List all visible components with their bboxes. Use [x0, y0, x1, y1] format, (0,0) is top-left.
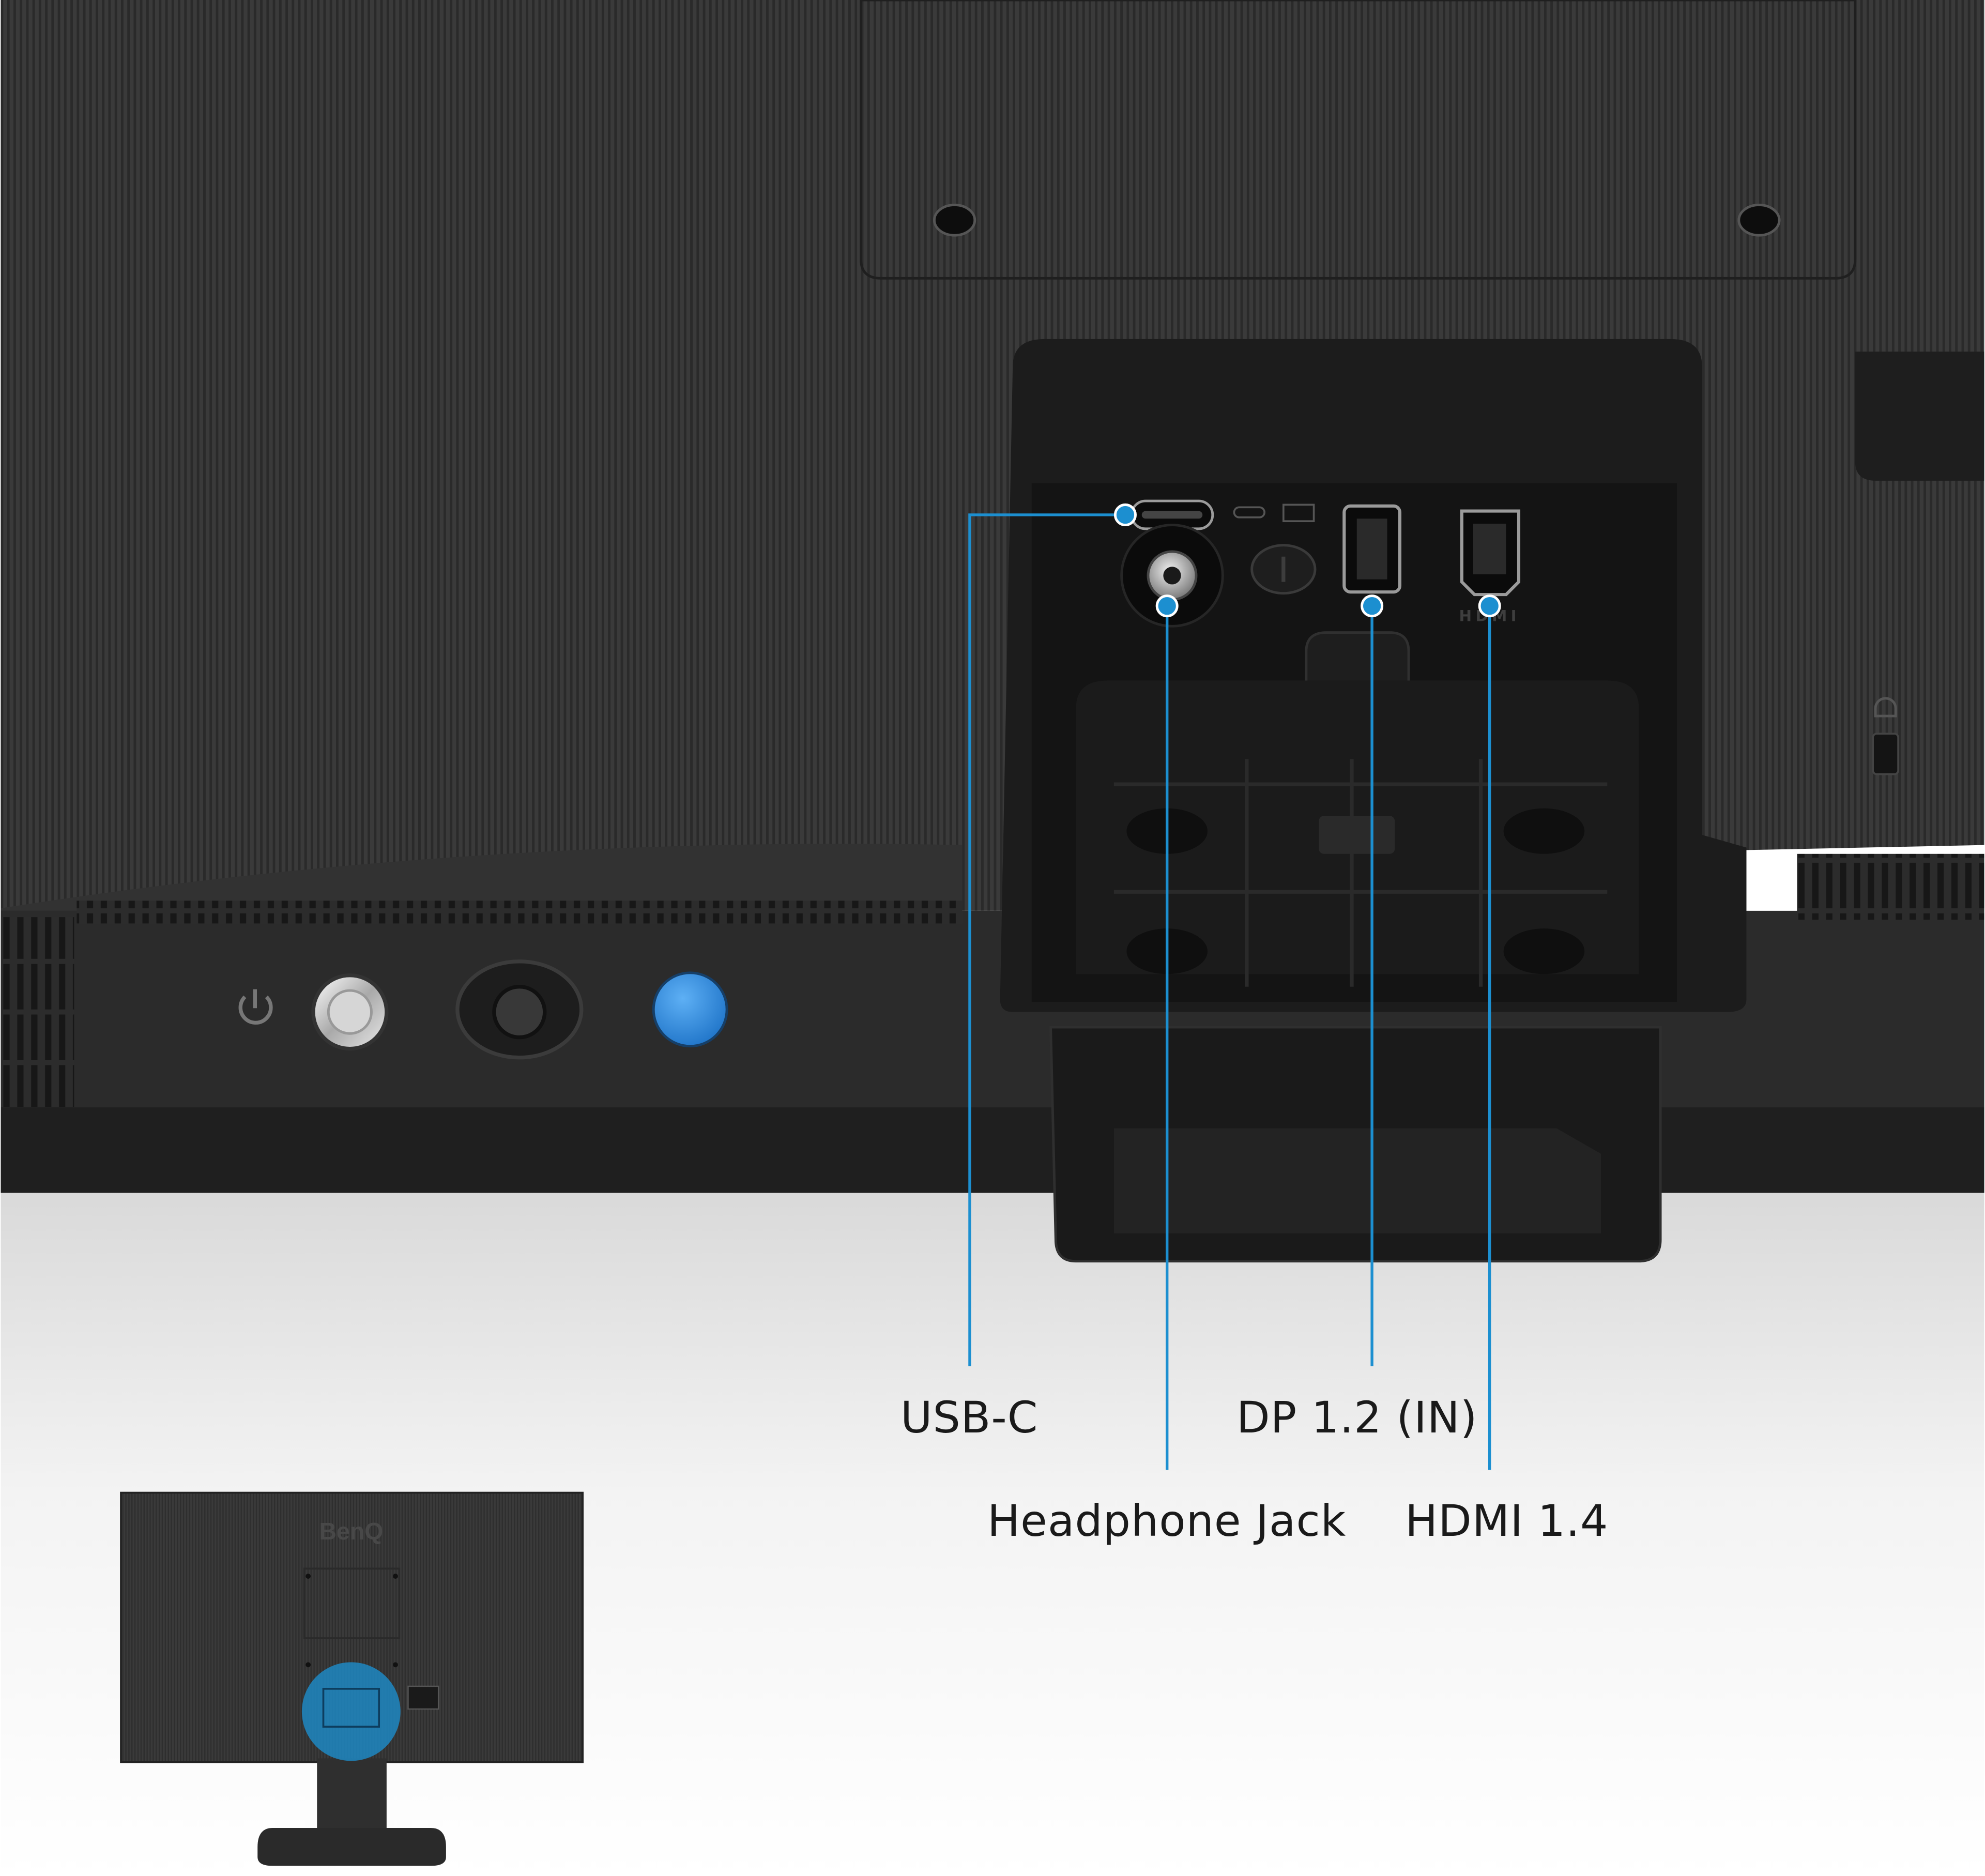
callout-dot-usb-c	[1113, 503, 1137, 526]
inset-screw-holes	[306, 1574, 398, 1668]
power-button-center	[327, 989, 373, 1035]
callout-line-usb-c	[968, 513, 1125, 1366]
callout-label-dp: DP 1.2 (IN)	[1236, 1392, 1478, 1443]
inset-stand-base	[257, 1828, 446, 1866]
lock-icon	[1874, 697, 1897, 718]
callout-lines	[968, 513, 1491, 1470]
vesa-screw-hole	[1737, 203, 1781, 237]
usb-c-symbol-icon	[1233, 506, 1265, 518]
callout-label-usb-c: USB-C	[900, 1392, 1039, 1443]
callout-label-hdmi: HDMI 1.4	[1405, 1496, 1609, 1546]
headphone-jack-hole	[1163, 567, 1181, 585]
mount-ribs	[1113, 759, 1608, 987]
bezel-vents	[77, 901, 963, 924]
inset-port-area	[322, 1687, 380, 1728]
callout-dot-dp	[1361, 594, 1384, 618]
callout-dot-hdmi	[1478, 594, 1501, 618]
joystick-button[interactable]	[492, 985, 547, 1040]
side-bracket	[1855, 352, 1984, 481]
displayport-tongue	[1356, 518, 1387, 579]
stand-base-panel	[1113, 1128, 1601, 1233]
blue-button[interactable]	[652, 971, 728, 1048]
inset-vesa-plate	[303, 1567, 401, 1639]
vesa-plate	[860, 0, 1857, 280]
callout-dots	[1113, 503, 1501, 618]
usb-c-tongue	[1141, 511, 1203, 519]
kensington-lock	[1872, 733, 1899, 775]
inset-benq-logo: BenQ	[319, 1518, 383, 1545]
inset-side-port	[407, 1685, 439, 1710]
hdmi-tongue	[1473, 524, 1506, 574]
bezel-bottom-edge	[1, 1107, 1984, 1193]
callout-dot-headphone	[1155, 594, 1179, 618]
callout-label-headphone-jack: Headphone Jack	[987, 1496, 1347, 1546]
display-symbol-icon	[1282, 504, 1315, 523]
power-icon	[238, 989, 273, 1025]
vesa-screw-hole	[933, 203, 976, 237]
side-vents	[1, 917, 74, 1107]
inset-port-highlight	[301, 1662, 401, 1761]
inset-monitor-thumbnail: BenQ	[120, 1491, 584, 1866]
bezel-vents	[1797, 853, 1984, 920]
latch-button	[1319, 816, 1395, 854]
